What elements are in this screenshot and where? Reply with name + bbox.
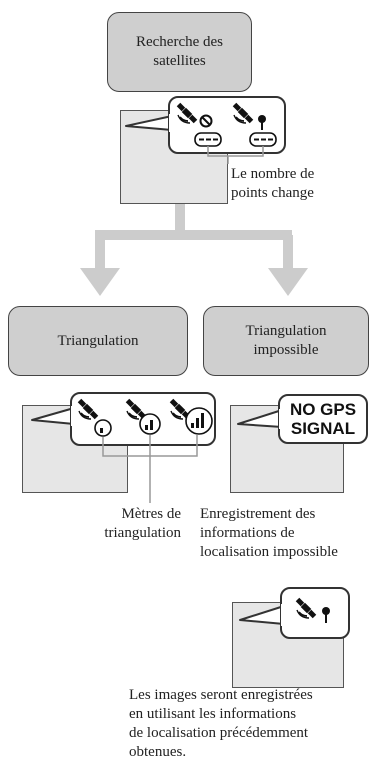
triangulation-box: Triangulation <box>8 306 188 376</box>
triangulation-box-label: Triangulation <box>57 332 139 349</box>
previous-info-label: Les images seront enregistrées en utilis… <box>129 687 313 760</box>
pin-icon <box>258 115 266 130</box>
no-signal-icon <box>199 114 213 128</box>
bubble-no-gps: NO GPS SIGNAL <box>278 394 368 444</box>
points-change-label: Le nombre de points change <box>231 166 315 201</box>
recording-impossible-label: Enregistrement des informations de local… <box>200 506 338 560</box>
impossible-box: Triangulation impossible <box>203 306 369 376</box>
no-gps-signal-text: NO GPS SIGNAL <box>289 400 357 438</box>
search-box-label: Recherche des satellites <box>135 34 224 69</box>
impossible-box-label: Triangulation impossible <box>245 323 327 358</box>
search-box: Recherche des satellites <box>107 12 252 92</box>
pin-icon <box>322 607 330 623</box>
meters-label: Mètres de triangulation <box>104 506 181 541</box>
